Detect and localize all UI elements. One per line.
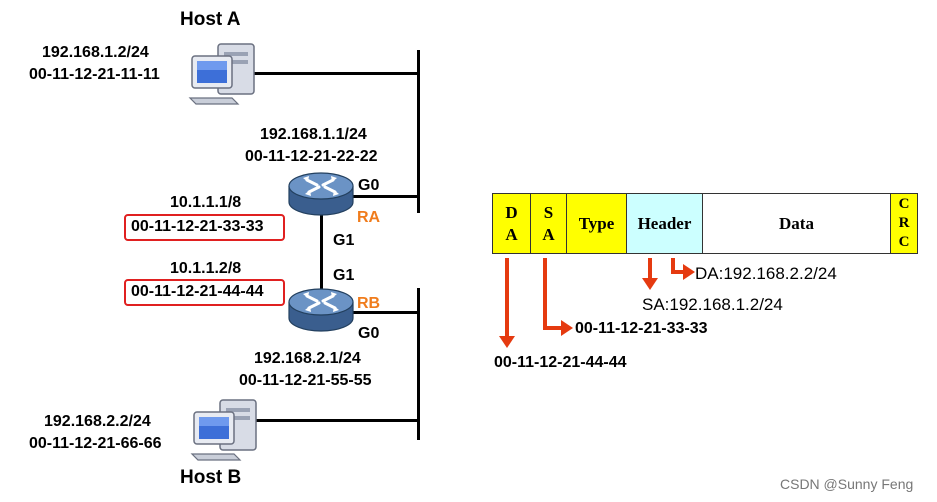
computer-icon	[188, 43, 255, 105]
rb-g0-ip: 192.168.2.1/24	[254, 350, 361, 367]
ra-name: RA	[357, 209, 381, 226]
rb-g1-ip: 10.1.1.2/8	[170, 260, 242, 277]
rb-g0-label: G0	[358, 325, 380, 342]
frame-crc-char: C	[898, 196, 910, 212]
frame-data-label: Data	[779, 213, 814, 233]
rb-g0-mac: 00-11-12-21-55-55	[239, 372, 372, 389]
ra-g0-label: G0	[358, 177, 380, 194]
rb-g0-link	[340, 311, 418, 314]
rb-g1-mac-highlight	[124, 279, 285, 306]
host-a-mac: 00-11-12-21-11-11	[29, 66, 160, 83]
ip-da-value: DA:192.168.2.2/24	[695, 264, 837, 283]
ra-g0-link	[340, 195, 418, 198]
ip-sa-value: SA:192.168.1.2/24	[642, 295, 783, 314]
host-b-ip: 192.168.2.2/24	[44, 413, 151, 430]
host-b-name: Host B	[180, 467, 242, 488]
frame-crc-char: C	[898, 234, 910, 250]
rb-g1-mac: 00-11-12-21-44-44	[131, 283, 264, 300]
sa-mac-value: 00-11-12-21-33-33	[575, 320, 708, 337]
rb-g1-label: G1	[333, 267, 355, 284]
host-a-name: Host A	[180, 9, 241, 30]
frame-type-label: Type	[578, 213, 615, 233]
frame-header-label: Header	[637, 213, 692, 233]
ra-g0-mac: 00-11-12-21-22-22	[245, 148, 378, 165]
frame-da-char: A	[505, 224, 518, 244]
frame-type-field: Type	[567, 194, 627, 253]
router-ra-icon	[288, 172, 354, 216]
watermark: CSDN @Sunny Feng	[780, 476, 914, 492]
ra-g1-label: G1	[333, 232, 355, 249]
host-a-ip: 192.168.1.2/24	[42, 44, 149, 61]
host-b-link	[252, 419, 418, 422]
frame-data-field: Data	[703, 194, 891, 253]
frame-da-char: D	[505, 202, 518, 222]
lan-b-segment	[417, 288, 420, 440]
host-a-link	[250, 72, 418, 75]
ra-g1-mac-highlight	[124, 214, 285, 241]
host-b-mac: 00-11-12-21-66-66	[29, 435, 162, 452]
frame-sa-char: S	[543, 202, 554, 222]
computer-icon	[190, 399, 257, 461]
rb-name: RB	[357, 295, 381, 312]
da-mac-value: 00-11-12-21-44-44	[494, 354, 627, 371]
router-rb-icon	[288, 288, 354, 332]
wan-link	[320, 215, 323, 295]
lan-a-segment	[417, 50, 420, 213]
ra-g0-ip: 192.168.1.1/24	[260, 126, 367, 143]
ra-g1-ip: 10.1.1.1/8	[170, 194, 242, 211]
frame-header-field: Header	[627, 194, 703, 253]
frame-crc-char: R	[898, 215, 910, 231]
ra-g1-mac: 00-11-12-21-33-33	[131, 218, 264, 235]
frame-sa-char: A	[542, 224, 555, 244]
